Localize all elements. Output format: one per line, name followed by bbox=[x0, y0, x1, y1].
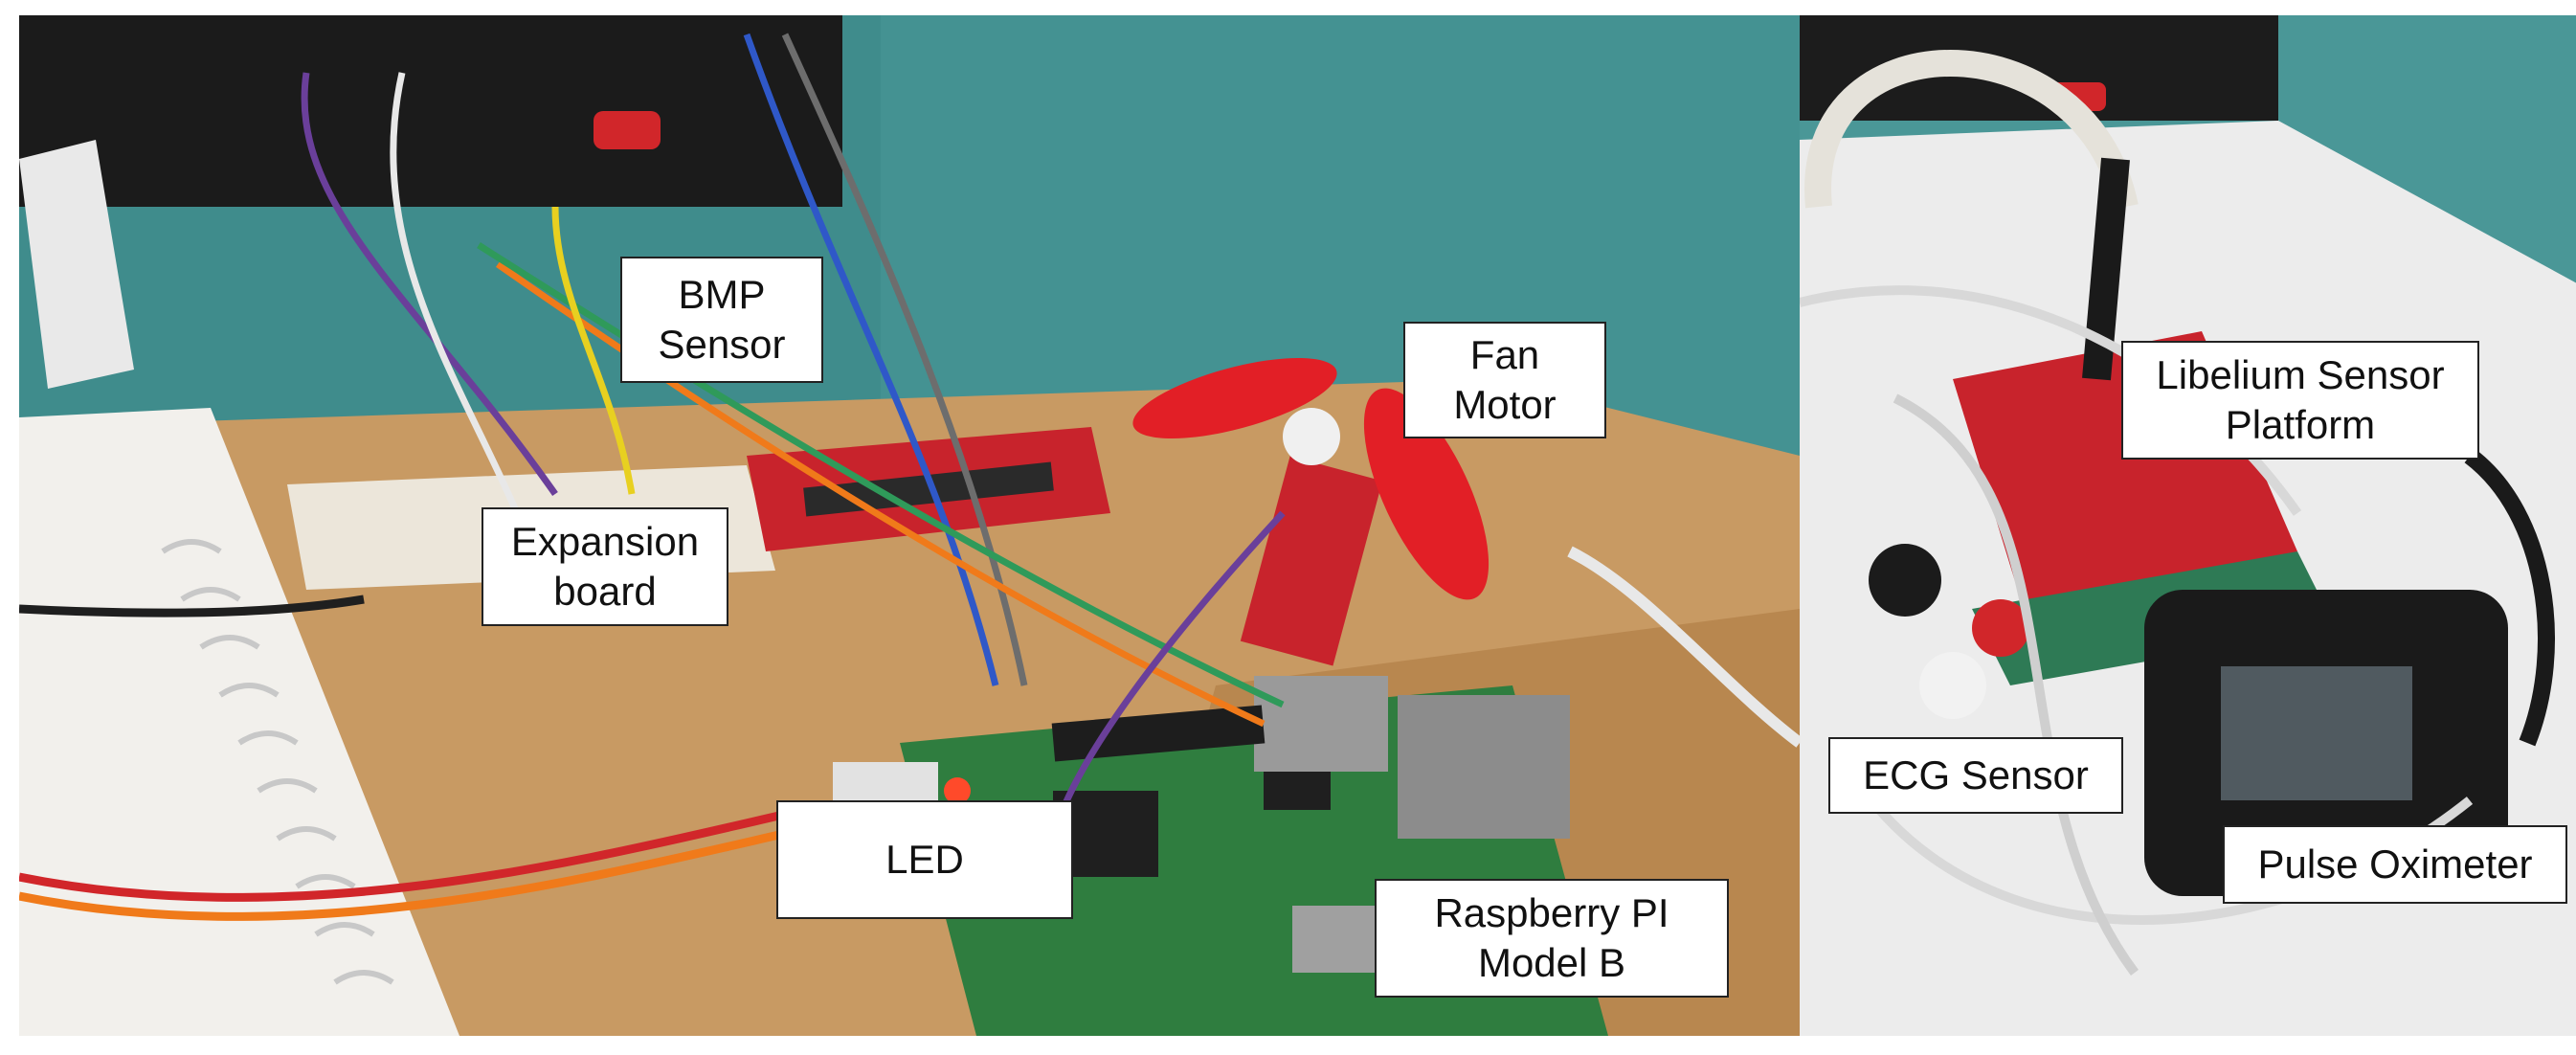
label-expansion-board: Expansion board bbox=[482, 507, 728, 626]
monitor-right bbox=[1800, 15, 2278, 121]
label-ecg-sensor: ECG Sensor bbox=[1828, 737, 2123, 814]
label-raspberry-pi: Raspberry PI Model B bbox=[1375, 879, 1729, 998]
fan-motor-mount bbox=[1240, 456, 1383, 666]
fan-blade-1 bbox=[1132, 357, 1337, 439]
notebook bbox=[19, 408, 459, 1036]
fan-blade-2 bbox=[1363, 388, 1490, 600]
monitor bbox=[19, 15, 842, 207]
label-led: LED bbox=[776, 800, 1073, 919]
ethernet-port bbox=[1398, 695, 1570, 839]
red-indicator bbox=[594, 111, 661, 149]
label-fan-motor: Fan Motor bbox=[1403, 322, 1606, 438]
router bbox=[19, 140, 134, 389]
usb-port bbox=[1254, 676, 1388, 772]
expansion-header bbox=[803, 461, 1054, 517]
ecg-electrode-red bbox=[1972, 599, 2029, 657]
gpio-header bbox=[1051, 705, 1266, 762]
ecg-electrode-black bbox=[1869, 544, 1941, 617]
label-libelium: Libelium Sensor Platform bbox=[2121, 341, 2479, 460]
jumper-wires bbox=[19, 33, 1800, 921]
label-bmp-sensor: BMP Sensor bbox=[620, 257, 823, 383]
ecg-electrode-white bbox=[1919, 652, 1986, 719]
oximeter-screen bbox=[2221, 666, 2412, 800]
notebook-spiral bbox=[161, 539, 394, 985]
fan-hub bbox=[1283, 408, 1340, 465]
label-pulse-oximeter: Pulse Oximeter bbox=[2223, 825, 2567, 904]
led-light bbox=[944, 777, 971, 804]
